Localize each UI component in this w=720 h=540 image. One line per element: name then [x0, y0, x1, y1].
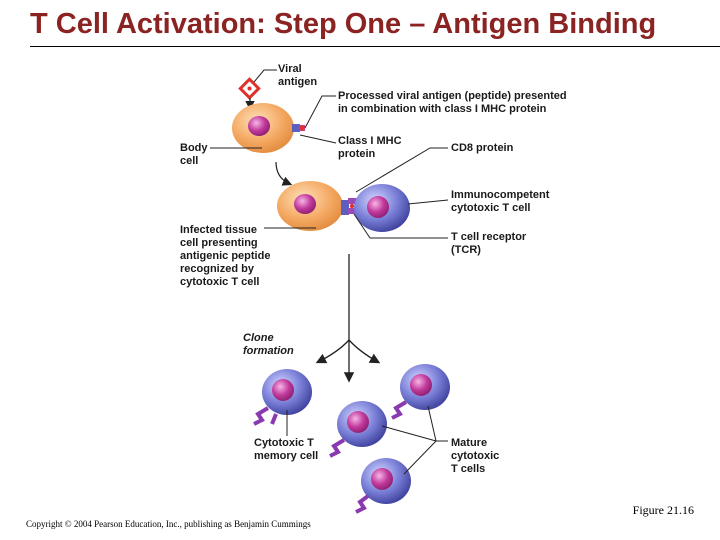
copyright-notice: Copyright © 2004 Pearson Education, Inc.…	[26, 519, 311, 529]
tcr-label: T cell receptor (TCR)	[451, 231, 527, 256]
infected-tissue-cell-icon	[277, 181, 343, 231]
title-divider	[30, 46, 720, 47]
cd8-protein-label: CD8 protein	[451, 142, 514, 154]
clone-formation-label: Clone formation	[243, 332, 294, 357]
immunocompetent-t-cell-label: Immunocompetent cytotoxic T cell	[451, 189, 550, 214]
viral-antigen-label: Viral antigen	[278, 63, 318, 88]
mature-t-cell-icon	[391, 364, 450, 420]
presentation-arrow	[275, 161, 293, 186]
class-i-mhc-label: Class I MHC protein	[338, 135, 402, 160]
infected-cell-label: Infected tissue cell presenting antigeni…	[180, 224, 271, 288]
mature-cells-label: Mature cytotoxic T cells	[451, 437, 500, 475]
memory-cell-label: Cytotoxic T memory cell	[254, 437, 319, 462]
viral-antigen-icon	[238, 77, 261, 100]
memory-t-cell-icon	[253, 369, 312, 426]
slide-title: T Cell Activation: Step One – Antigen Bi…	[30, 8, 657, 40]
body-cell-icon	[232, 103, 305, 153]
mhc-tcr-complex-icon	[341, 198, 357, 215]
mature-t-cell-icon	[329, 401, 387, 458]
processed-antigen-label: Processed viral antigen (peptide) presen…	[338, 90, 567, 115]
mature-t-cell-icon	[355, 458, 411, 514]
body-cell-label: Body cell	[180, 142, 208, 167]
figure-reference: Figure 21.16	[632, 503, 694, 517]
leader-lines	[210, 69, 449, 475]
immunocompetent-t-cell-icon	[354, 184, 410, 232]
clone-formation-arrows	[315, 254, 381, 383]
